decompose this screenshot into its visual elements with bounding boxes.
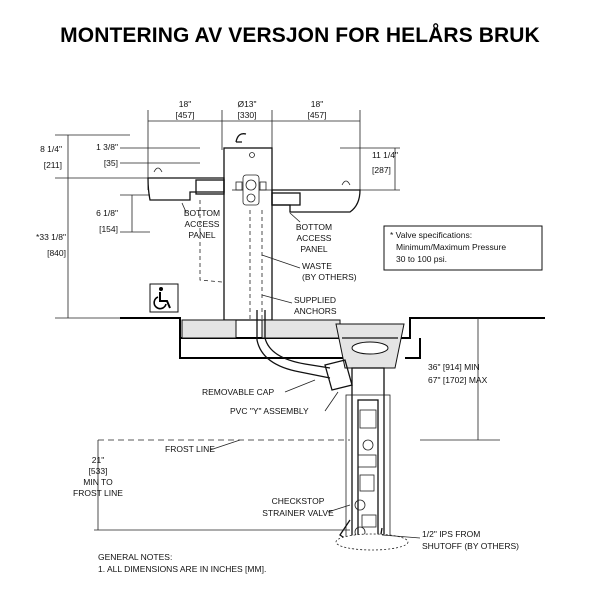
waste-label-2: (BY OTHERS)	[302, 272, 357, 282]
bottom-access-left-1: BOTTOM	[184, 208, 220, 218]
fountain-unit	[147, 133, 361, 321]
frost-line-label: FROST LINE	[165, 444, 215, 454]
top-dimensions: 18" [457] Ø13" [330] 18" [457]	[147, 99, 361, 190]
wheelchair-accessibility-icon	[149, 283, 179, 313]
dim-overall-height: *33 1/8"	[36, 232, 66, 242]
supplied-anchors-2: ANCHORS	[294, 306, 337, 316]
dim-center-dia-mm: [330]	[238, 110, 257, 120]
page-title: MONTERING AV VERSJON FOR HELÅRS BRUK	[60, 24, 540, 47]
ground-slab	[120, 317, 545, 369]
dim-right-width-mm: [457]	[308, 110, 327, 120]
checkstop-label-1: CHECKSTOP	[272, 496, 325, 506]
bottom-access-right-3: PANEL	[300, 244, 328, 254]
dim-frost-2: [533]	[89, 466, 108, 476]
waste-label-1: WASTE	[302, 261, 332, 271]
dim-bury-depth-1: 36" [914] MIN	[428, 362, 480, 372]
bury-depth-dimension: 36" [914] MIN 67" [1702] MAX	[420, 317, 500, 441]
removable-cap-label: REMOVABLE CAP	[202, 387, 274, 397]
dim-bury-depth-2: 67" [1702] MAX	[428, 375, 488, 385]
ips-label-2: SHUTOFF (BY OTHERS)	[422, 541, 519, 551]
notes-heading: GENERAL NOTES:	[98, 552, 172, 562]
dim-frost-4: FROST LINE	[73, 488, 123, 498]
dim-right-height-mm: [287]	[372, 165, 391, 175]
callouts: BOTTOM ACCESS PANEL BOTTOM ACCESS PANEL …	[181, 202, 519, 551]
valve-spec-line3: 30 to 100 psi.	[396, 254, 447, 264]
bottom-access-left-3: PANEL	[188, 230, 216, 240]
dim-right-height: 11 1/4"	[372, 150, 398, 160]
supplied-anchors-1: SUPPLIED	[294, 295, 336, 305]
dim-frost-3: MIN TO	[83, 477, 113, 487]
dim-left-top-mm: [211]	[44, 160, 62, 170]
dim-overall-height-mm: [840]	[47, 248, 66, 258]
ips-label-1: 1/2" IPS FROM	[422, 529, 480, 539]
general-notes: GENERAL NOTES: 1. ALL DIMENSIONS ARE IN …	[98, 552, 266, 574]
valve-spec-line2: Minimum/Maximum Pressure	[396, 242, 506, 252]
bottom-access-right-1: BOTTOM	[296, 222, 332, 232]
notes-line1: 1. ALL DIMENSIONS ARE IN INCHES [MM].	[98, 564, 266, 574]
dim-left-step-mm: [35]	[104, 158, 118, 168]
valve-spec-line1: * Valve specifications:	[390, 230, 472, 240]
right-dimensions: 11 1/4" [287]	[340, 147, 400, 191]
dim-left-top: 8 1/4"	[40, 144, 62, 154]
pvc-y-label: PVC "Y" ASSEMBLY	[230, 406, 309, 416]
frost-line: FROST LINE 21" [533] MIN TO FROST LINE	[73, 439, 350, 531]
dim-frost-1: 21"	[92, 455, 104, 465]
valve-spec-box: * Valve specifications: Minimum/Maximum …	[383, 225, 543, 271]
bottom-access-left-2: ACCESS	[185, 219, 220, 229]
bottom-access-right-2: ACCESS	[297, 233, 332, 243]
dim-left-width-mm: [457]	[176, 110, 195, 120]
dim-right-width: 18"	[311, 99, 323, 109]
dim-bowl-depth: 6 1/8"	[96, 208, 118, 218]
dim-left-step: 1 3/8"	[96, 142, 118, 152]
dim-left-width: 18"	[179, 99, 191, 109]
dim-bowl-depth-mm: [154]	[99, 224, 118, 234]
dim-center-dia: Ø13"	[237, 99, 256, 109]
checkstop-label-2: STRAINER VALVE	[262, 508, 334, 518]
underground-assembly	[256, 310, 409, 551]
